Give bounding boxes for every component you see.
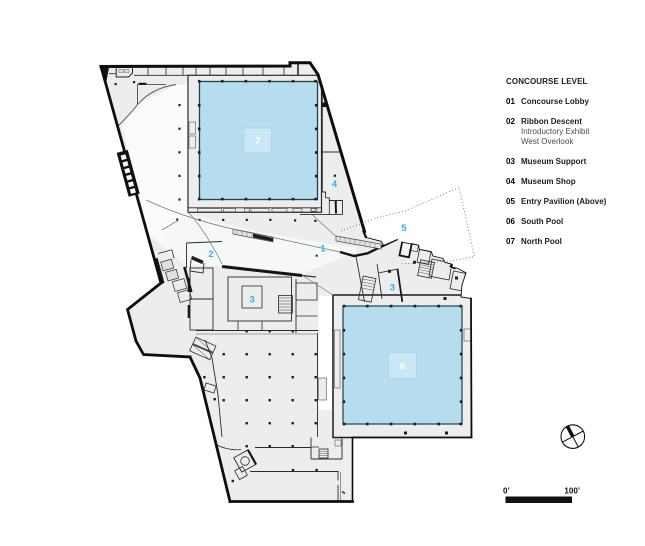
svg-text:1: 1 — [320, 243, 326, 254]
svg-text:6: 6 — [400, 361, 405, 372]
svg-text:7: 7 — [255, 136, 260, 147]
svg-text:3: 3 — [390, 283, 395, 294]
svg-text:3: 3 — [249, 295, 254, 306]
svg-text:4: 4 — [332, 179, 338, 190]
svg-text:5: 5 — [401, 223, 407, 234]
svg-text:0’: 0’ — [503, 487, 510, 496]
svg-text:2: 2 — [208, 249, 213, 260]
svg-text:100’: 100’ — [564, 487, 580, 496]
